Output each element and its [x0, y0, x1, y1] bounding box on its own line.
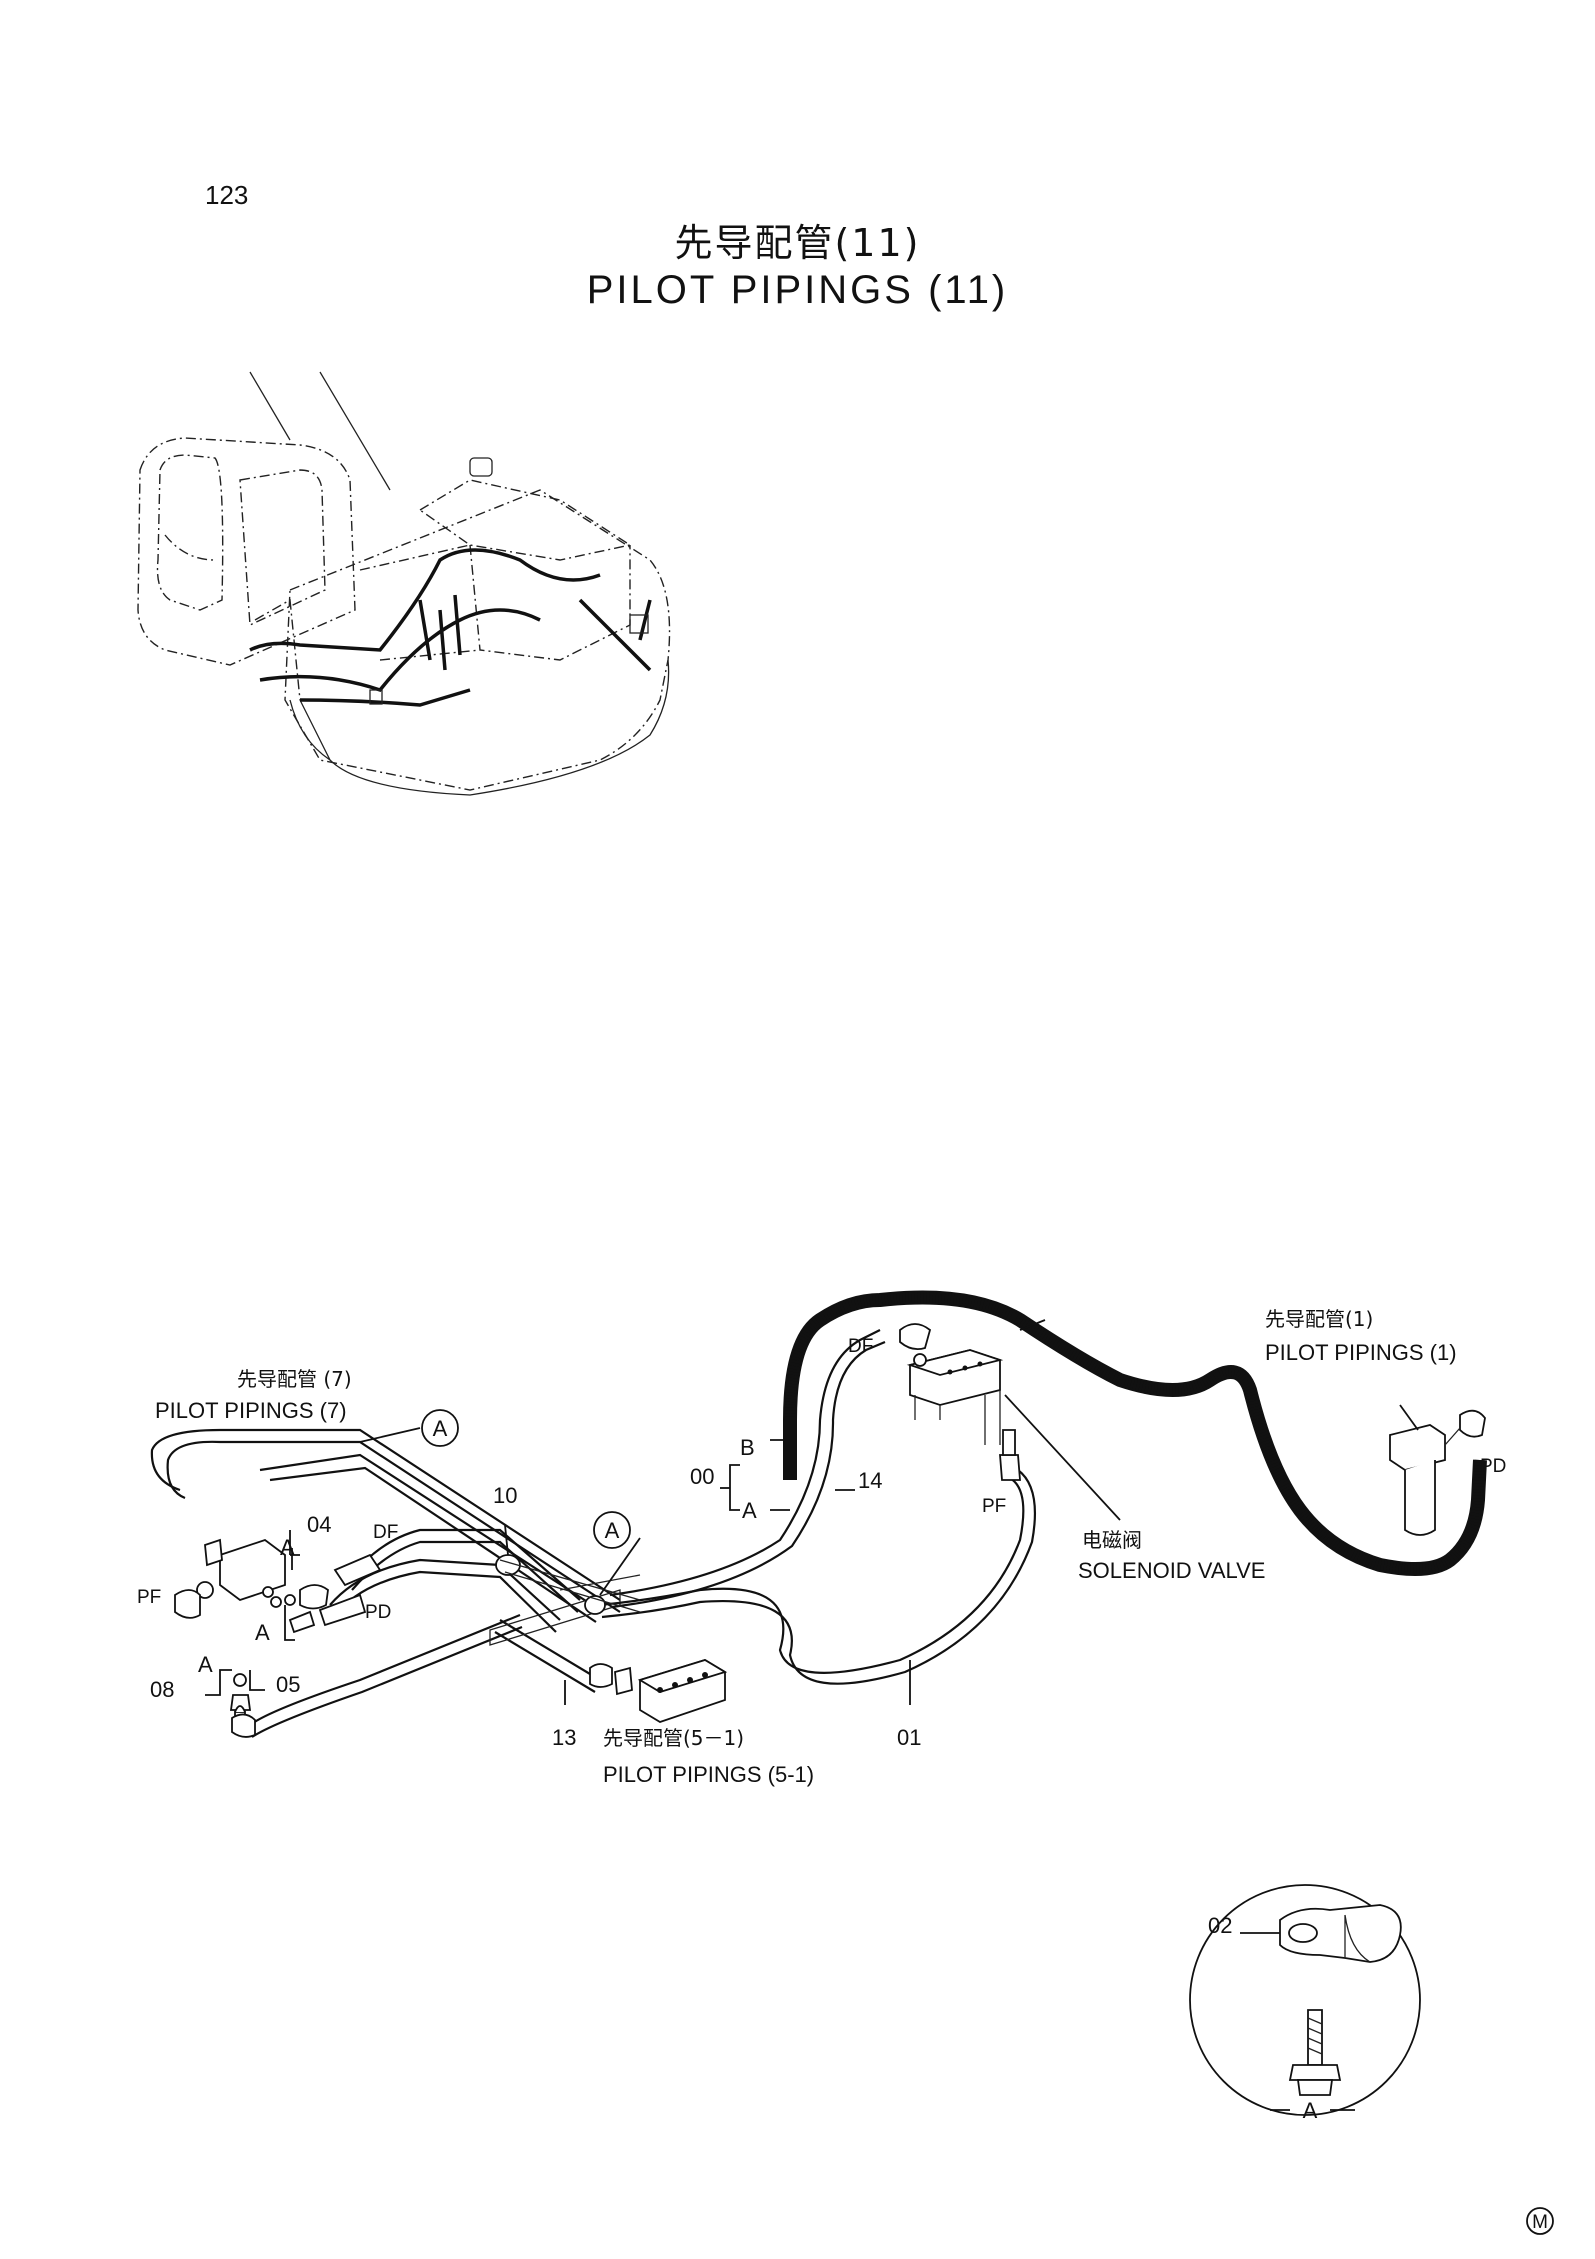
callout-pilot-1-cn: 先导配管(1) [1265, 1307, 1373, 1331]
callout-pilot-5-1-en: PILOT PIPINGS (5-1) [603, 1762, 814, 1787]
solenoid-valve-component [899, 1323, 1021, 1481]
marker-a-05: A [255, 1620, 270, 1645]
part-number-04: 04 [307, 1512, 331, 1537]
detail-view-a: A [1189, 1884, 1421, 2123]
view-marker-a-upper: A [421, 1409, 459, 1447]
part-number-02: 02 [1208, 1913, 1232, 1938]
callout-solenoid-valve-cn: 电磁阀 [1082, 1528, 1142, 1552]
port-label-df-left: DF [373, 1522, 398, 1543]
leader-lines [205, 1319, 1419, 1705]
part-number-00: 00 [690, 1464, 714, 1489]
part-number-10: 10 [493, 1483, 517, 1508]
pilot-pipings-1-component [1389, 1409, 1486, 1536]
page-title-chinese: 先导配管(11) [674, 221, 921, 265]
svg-text:M: M [1532, 2212, 1548, 2233]
part-number-08: 08 [150, 1677, 174, 1702]
port-label-df-top: DF [848, 1336, 873, 1357]
detail-view-label: A [1303, 2098, 1318, 2123]
view-marker-a-lower: A [593, 1511, 631, 1549]
clamp-part-10 [495, 1554, 641, 1615]
part-number-14: 14 [858, 1468, 882, 1493]
port-label-pf-mid: PF [982, 1496, 1006, 1517]
callout-pilot-5-1-cn: 先导配管(5－1) [603, 1726, 744, 1750]
port-label-pd-left: PD [365, 1602, 391, 1623]
callout-solenoid-valve-en: SOLENOID VALVE [1078, 1558, 1265, 1583]
excavator-overview-illustration [137, 371, 671, 796]
marker-a-00: A [742, 1498, 757, 1523]
page-number: 123 [205, 180, 249, 210]
part-number-13: 13 [552, 1725, 576, 1750]
callout-pilot-7-en: PILOT PIPINGS (7) [155, 1398, 347, 1423]
part-number-05: 05 [276, 1672, 300, 1697]
junction-block-pilot-5-1 [589, 1659, 728, 1723]
page-title-english: PILOT PIPINGS (11) [586, 268, 1009, 312]
part-number-01: 01 [897, 1725, 921, 1750]
left-valve-assembly [174, 1538, 382, 1738]
callout-pilot-7-cn: 先导配管 (7) [237, 1367, 352, 1391]
corner-mark: M [1526, 2207, 1554, 2235]
marker-a-08: A [198, 1652, 213, 1677]
pilot-piping-routing [150, 1290, 1487, 1738]
port-label-pd-right: PD [1480, 1456, 1506, 1477]
marker-a-04: A [280, 1535, 295, 1560]
marker-b-00: B [740, 1435, 755, 1460]
svg-text:A: A [433, 1416, 448, 1441]
port-label-pf-left: PF [137, 1587, 161, 1608]
callout-pilot-1-en: PILOT PIPINGS (1) [1265, 1340, 1457, 1365]
svg-text:A: A [605, 1518, 620, 1543]
